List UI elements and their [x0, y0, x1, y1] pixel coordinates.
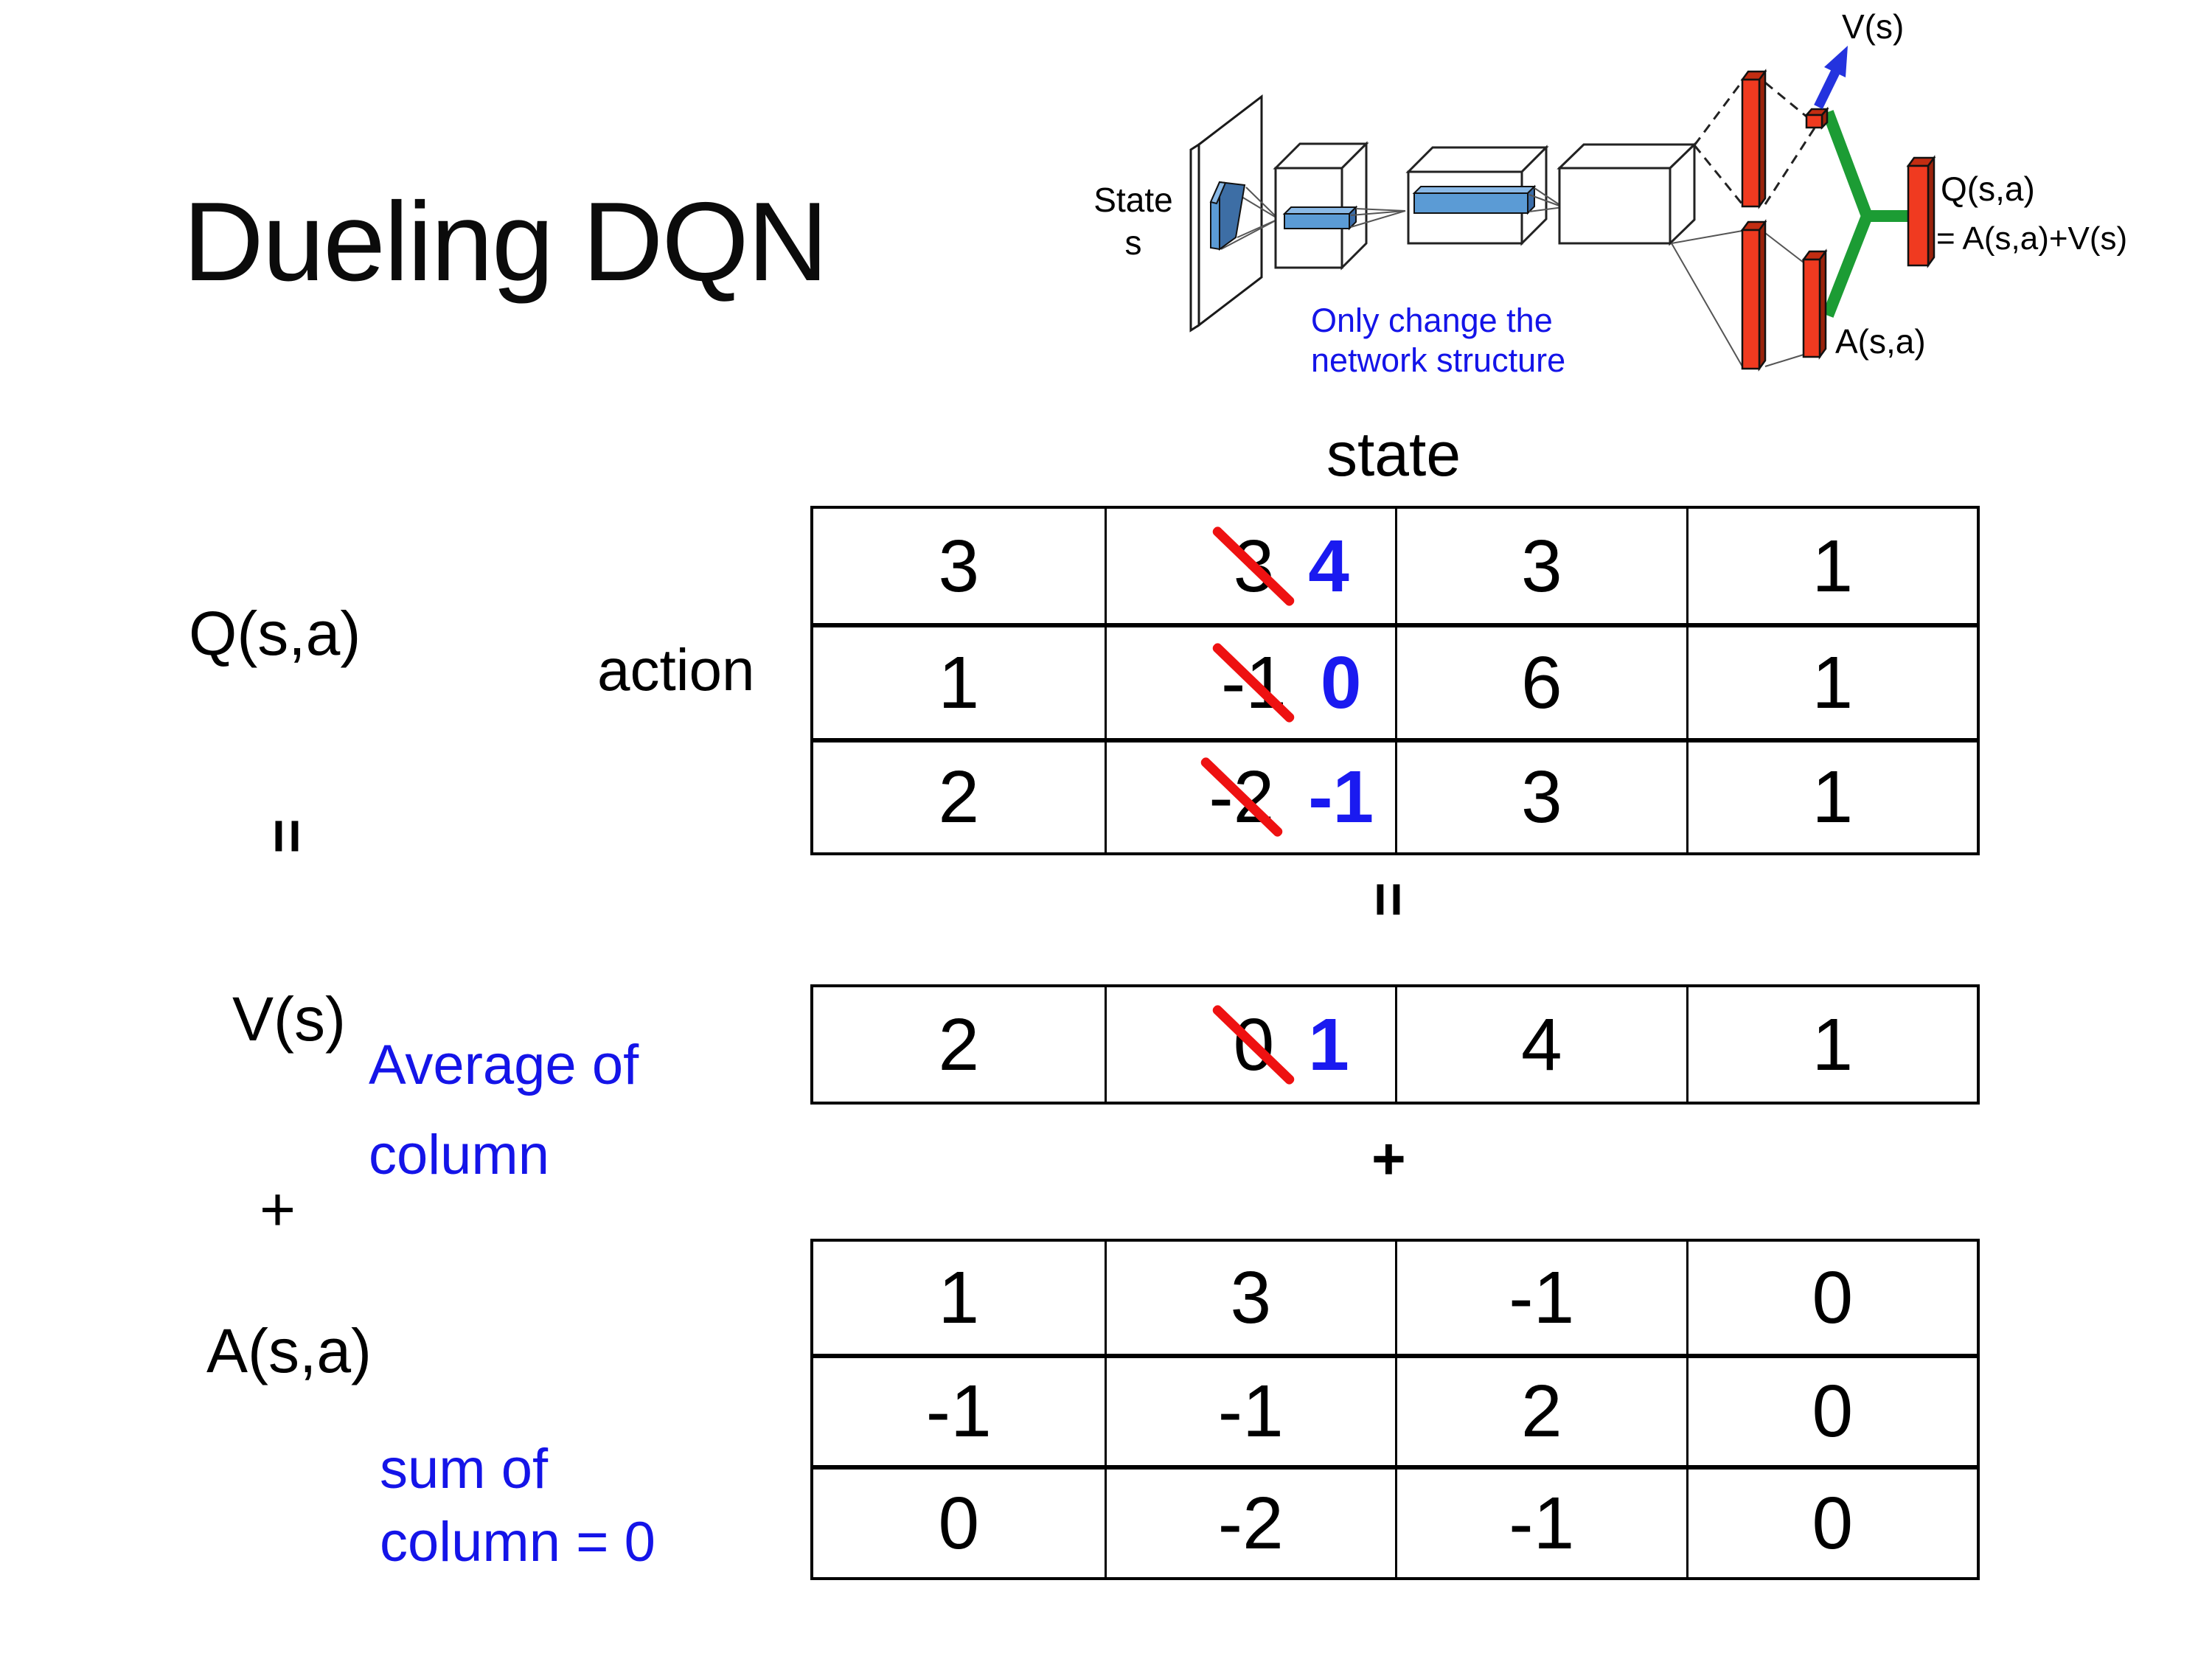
new-value: -1 [1308, 756, 1374, 839]
new-value: 4 [1308, 524, 1349, 608]
a-table: 1 3 -1 0 -1 -1 2 0 0 -2 -1 0 [810, 1239, 1980, 1580]
conv-lines-2 [1350, 208, 1406, 228]
a-cell-r1c2: 2 [1395, 1353, 1686, 1466]
a-cell-r0c0: 1 [938, 1256, 980, 1339]
a-node [1801, 248, 1828, 360]
network-diagram: State s V(s) Q(s,a) = A(s,a)+V(s) A(s,a)… [1093, 7, 2127, 379]
note-line1: Only change the [1311, 302, 1553, 339]
v-cell-c3: 1 [1686, 987, 1978, 1102]
dashed-connections [1693, 80, 1817, 205]
v-cell-c1: 0 1 [1104, 987, 1396, 1102]
new-value: 0 [1320, 641, 1362, 724]
equals-rotated-mid: = [1355, 882, 1422, 917]
q-cell-r0c0: 3 [938, 524, 980, 608]
fc-bar-top [1740, 69, 1767, 209]
v-cell-c0: 2 [938, 1003, 980, 1086]
q-cell-r2c1: -2 -1 [1104, 737, 1395, 852]
q-formula: = A(s,a)+V(s) [1936, 220, 2127, 257]
a-cell-r1c1: -1 [1104, 1353, 1395, 1466]
state-label-line2: s [1125, 223, 1142, 262]
fc-bar-bottom [1740, 219, 1767, 372]
sum-note-line2: column = 0 [380, 1510, 655, 1573]
note-line2: network structure [1311, 341, 1565, 379]
state-label-line1: State [1093, 181, 1172, 219]
q-cell-r2c3: 1 [1686, 737, 1977, 852]
feature-bar-1-icon [1282, 205, 1358, 231]
average-note: Average of column [369, 1020, 639, 1200]
q-cell-r1c1: -1 0 [1104, 623, 1395, 738]
q-cell-r1c3: 1 [1686, 623, 1977, 738]
equation-v-label: V(s) [232, 984, 346, 1054]
a-cell-r2c1: -2 [1104, 1465, 1395, 1577]
v-arrow-icon [1814, 46, 1848, 109]
v-table: 2 0 1 4 1 [810, 984, 1980, 1105]
q-cell-r0c2: 3 [1395, 509, 1686, 624]
average-note-line1: Average of [369, 1034, 639, 1096]
q-cell-r2c2: 3 [1395, 737, 1686, 852]
v-node [1804, 106, 1829, 131]
q-cell-r2c0: 2 [813, 737, 1105, 852]
a-label: A(s,a) [1835, 322, 1926, 361]
q-cell-r1c2: 6 [1395, 623, 1686, 738]
sum-note-line1: sum of [380, 1438, 549, 1500]
a-cell-r2c2: -1 [1395, 1465, 1686, 1577]
a-cell-r0c1: 3 [1104, 1242, 1396, 1354]
equation-q-label: Q(s,a) [189, 599, 361, 668]
a-cell-r0c3: 0 [1686, 1242, 1978, 1354]
merge-connector [1822, 110, 1910, 318]
page-title: Dueling DQN [183, 179, 828, 305]
diagram-labels: State s V(s) Q(s,a) = A(s,a)+V(s) A(s,a)… [1093, 7, 2127, 379]
new-value: 1 [1308, 1003, 1349, 1086]
q-cell-r1c0: 1 [813, 623, 1105, 737]
a-cell-r2c0: 0 [813, 1465, 1105, 1577]
feature-bar-2-icon [1412, 184, 1537, 215]
conv-box-3 [1557, 142, 1697, 246]
q-label: Q(s,a) [1941, 170, 2035, 208]
average-note-line2: column [369, 1123, 549, 1186]
conv-box-1 [1273, 141, 1369, 271]
a-cell-r2c3: 0 [1686, 1465, 1977, 1577]
action-header: action [597, 637, 755, 703]
a-cell-r1c0: -1 [813, 1353, 1105, 1466]
solid-connections [1671, 230, 1804, 367]
equation-a-label: A(s,a) [206, 1316, 372, 1385]
v-cell-c2: 4 [1395, 987, 1686, 1102]
state-header: state [1326, 420, 1461, 489]
q-output-bar [1906, 155, 1936, 268]
q-cell-r0c1: 3 4 [1104, 509, 1396, 624]
a-cell-r0c2: -1 [1395, 1242, 1686, 1354]
v-label: V(s) [1842, 7, 1904, 46]
plus-sign-mid: + [1371, 1126, 1406, 1192]
q-cell-r0c3: 1 [1686, 509, 1978, 624]
sum-note: sum of column = 0 [380, 1433, 655, 1579]
a-cell-r1c3: 0 [1686, 1353, 1977, 1466]
feature-plate-icon [1209, 181, 1246, 251]
q-table: 3 3 4 3 1 1 -1 0 6 1 2 -2 -1 3 1 [810, 506, 1980, 855]
equals-rotated: = [254, 818, 321, 854]
plus-sign-left: + [260, 1175, 296, 1244]
